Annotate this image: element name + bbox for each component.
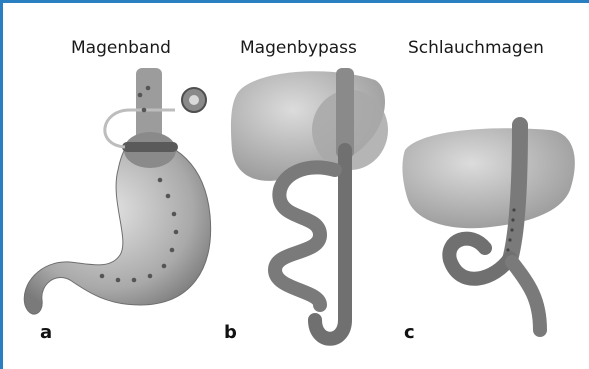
- panel-magenbypass: Magenbypass b: [220, 0, 400, 369]
- panel-title: Magenbypass: [240, 38, 357, 58]
- panel-letter: a: [40, 322, 52, 343]
- panel-magenband: Magenband a: [0, 0, 220, 369]
- panel-letter: c: [404, 322, 415, 343]
- panel-letter: b: [224, 322, 237, 343]
- panel-title: Schlauchmagen: [408, 38, 544, 58]
- panel-schlauchmagen: Schlauchmagen c: [400, 0, 589, 369]
- panel-title: Magenband: [71, 38, 171, 58]
